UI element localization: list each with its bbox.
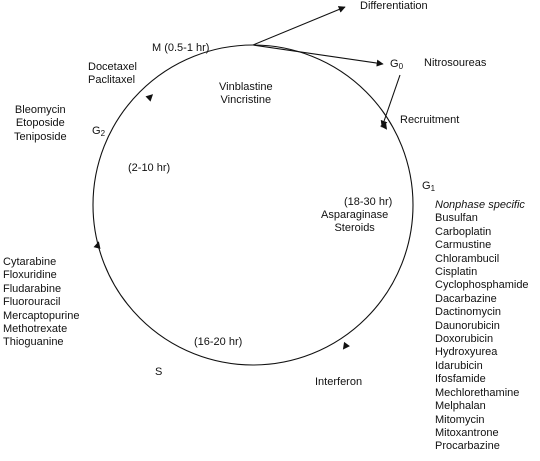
- drug-name: Cytarabine: [3, 256, 57, 268]
- drug-name: Dacarbazine: [435, 292, 497, 305]
- nonphase-drugs: Nonphase specific Busulfan Carboplatin C…: [435, 199, 529, 454]
- nitrosoureas-label: Nitrosoureas: [424, 57, 487, 69]
- nonphase-title: Nonphase specific: [435, 199, 525, 211]
- g0-letter: G: [390, 58, 399, 70]
- g1-phase-label: G1: [422, 180, 435, 195]
- drug-name: Carboplatin: [435, 225, 492, 238]
- g0-subscript: 0: [398, 62, 404, 71]
- differentiation-arrow: [252, 6, 346, 46]
- drug-name: Paclitaxel: [88, 74, 136, 87]
- drug-name: Mercaptopurine: [3, 309, 80, 322]
- drug-name: Thioguanine: [3, 336, 64, 349]
- g0-phase-label: G0: [390, 58, 403, 73]
- g2-duration: (2-10 hr): [128, 162, 171, 174]
- drug-name: Carmustine: [435, 239, 492, 252]
- g0-arrow: [252, 44, 384, 67]
- s-duration: (16-20 hr): [194, 336, 243, 348]
- drug-name: Cyclophosphamide: [435, 279, 529, 292]
- drug-name: Vinblastine: [219, 81, 273, 93]
- g1-duration: (18-30 hr): [344, 196, 393, 208]
- taxane-drugs: Docetaxel Paclitaxel: [88, 61, 137, 88]
- drug-name: Vincristine: [220, 94, 272, 107]
- g2-phase-drugs: Bleomycin Etoposide Teniposide: [14, 104, 67, 144]
- g2-phase-label: G2: [92, 125, 105, 140]
- drug-name: Etoposide: [15, 117, 65, 130]
- drug-name: Floxuridine: [3, 269, 57, 282]
- drug-name: Fludarabine: [3, 282, 62, 295]
- drug-name: Mitomycin: [435, 413, 485, 426]
- arrowhead-g2-lower: [93, 241, 101, 249]
- drug-name: Methotrexate: [3, 323, 68, 336]
- g2-subscript: 2: [100, 129, 106, 138]
- drug-name: Bleomycin: [14, 104, 66, 116]
- drug-name: Mitoxantrone: [435, 426, 499, 439]
- differentiation-label: Differentiation: [360, 0, 428, 12]
- arrowhead-g1: [380, 121, 388, 130]
- drug-name: Teniposide: [14, 130, 67, 143]
- drug-name: Mechlorethamine: [435, 386, 520, 399]
- drug-name: Asparaginase: [321, 209, 389, 221]
- g1-subscript: 1: [430, 184, 436, 193]
- s-phase-label: S: [155, 366, 163, 378]
- drug-name: Procarbazine: [435, 440, 500, 453]
- arrowhead-s: [342, 341, 350, 350]
- drug-name: Busulfan: [435, 212, 478, 225]
- m-phase-label: M (0.5-1 hr): [152, 42, 210, 54]
- interferon-label: Interferon: [315, 376, 363, 388]
- drug-name: Fluorouracil: [3, 296, 61, 309]
- g1-phase-drugs: Asparaginase Steroids: [321, 209, 388, 236]
- s-phase-drugs: Cytarabine Floxuridine Fludarabine Fluor…: [3, 256, 79, 350]
- drug-name: Idarubicin: [435, 359, 483, 372]
- drug-name: Ifosfamide: [435, 373, 486, 386]
- drug-name: Dactinomycin: [435, 306, 502, 319]
- drug-name: Docetaxel: [88, 61, 137, 73]
- recruitment-arrow: [380, 74, 401, 128]
- g2-letter: G: [92, 125, 101, 137]
- drug-name: Cisplatin: [435, 266, 478, 279]
- arrowhead-g2-upper: [145, 94, 154, 102]
- drug-name: Steroids: [334, 222, 375, 235]
- drug-name: Hydroxyurea: [435, 346, 498, 359]
- g1-letter: G: [422, 180, 431, 192]
- drug-name: Doxorubicin: [435, 333, 494, 346]
- drug-name: Melphalan: [435, 400, 486, 413]
- m-phase-drugs: Vinblastine Vincristine: [219, 81, 273, 108]
- recruitment-label: Recruitment: [400, 114, 460, 126]
- drug-name: Chlorambucil: [435, 252, 500, 265]
- drug-name: Daunorubicin: [435, 319, 500, 332]
